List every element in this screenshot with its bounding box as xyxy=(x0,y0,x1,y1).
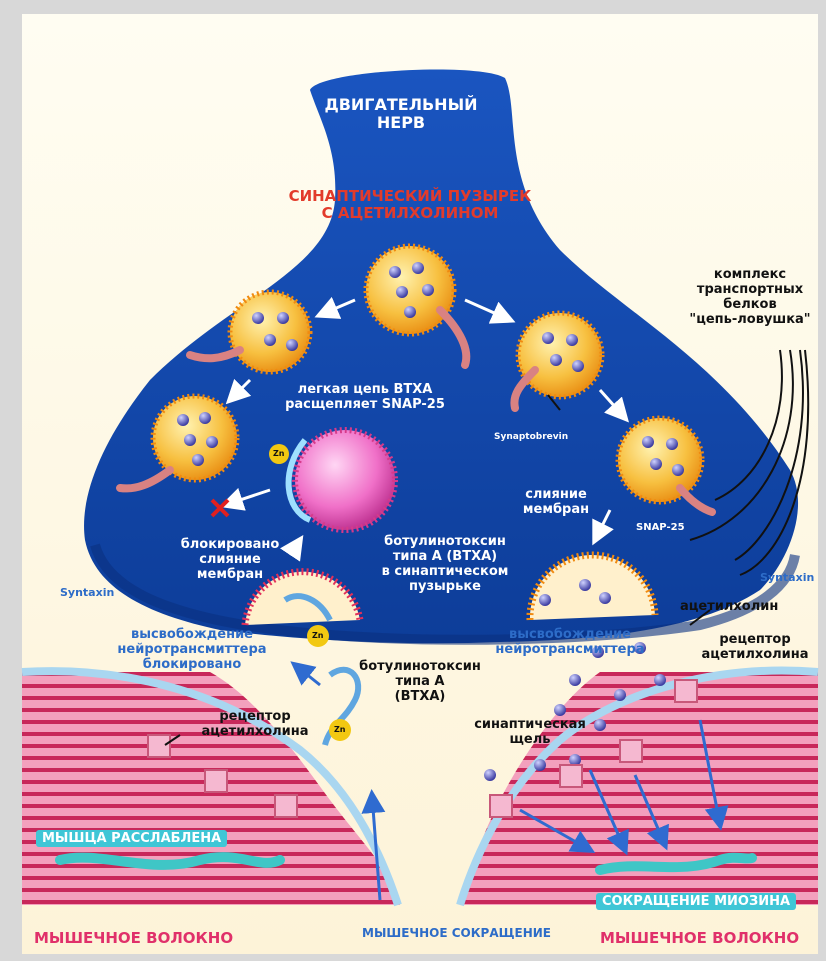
zn-label-1: Zn xyxy=(273,449,285,458)
muscle-relaxed-label: МЫШЦА РАССЛАБЛЕНА xyxy=(36,830,227,847)
snap25-label: SNAP-25 xyxy=(636,522,685,534)
acetylcholine-label: ацетилхолин xyxy=(680,600,778,615)
myosin-contraction-label: СОКРАЩЕНИЕ МИОЗИНА xyxy=(596,893,796,910)
syntaxin-left-label: Syntaxin xyxy=(60,587,114,600)
zn-label-3: Zn xyxy=(334,725,346,734)
zn-label-2: Zn xyxy=(312,631,324,640)
vesicle-pink xyxy=(289,430,395,530)
syntaxin-right-label: Syntaxin xyxy=(760,572,814,585)
muscle-contraction-label: МЫШЕЧНОЕ СОКРАЩЕНИЕ xyxy=(362,927,551,941)
synaptobrevin-label: Synaptobrevin xyxy=(494,432,568,442)
muscle-fiber-right-label: МЫШЕЧНОЕ ВОЛОКНО xyxy=(600,930,799,947)
muscle-fiber-left-label: МЫШЕЧНОЕ ВОЛОКНО xyxy=(34,930,233,947)
